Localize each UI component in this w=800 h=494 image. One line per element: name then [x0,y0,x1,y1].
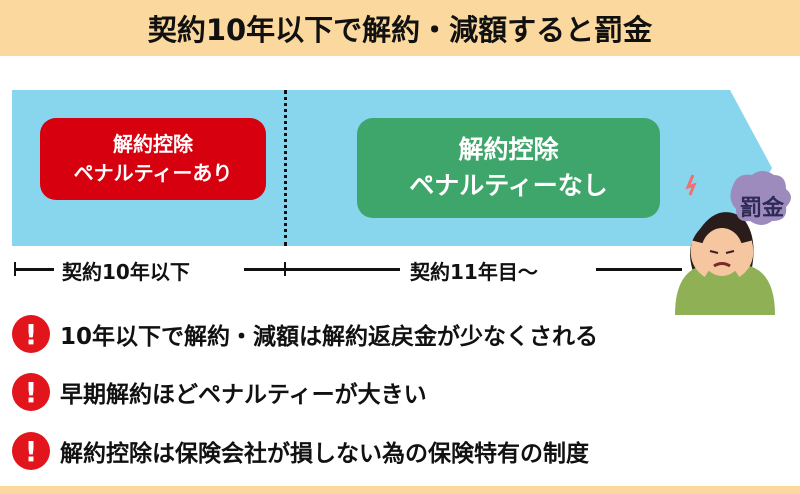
timeline-label-first: 契約10年以下 [62,260,190,284]
exclamation-icon: ! [12,432,50,470]
timeline-tick-mid [284,262,286,276]
no-penalty-box-line2: ペナルティーなし [409,171,608,200]
penalty-box-line1: 解約控除 [113,132,193,156]
bullet-item: ! 解約控除は保険会社が損しない為の保険特有の制度 [12,432,589,470]
penalty-box-line2: ペナルティーあり [73,161,233,185]
title-bar: 契約10年以下で解約・減額すると罰金 [0,0,800,56]
timeline-line [596,268,682,271]
bottom-bar [0,486,800,494]
bullet-text: 早期解約ほどペナルティーが大きい [60,382,427,408]
distressed-woman-illustration: 罰金 [675,171,791,315]
penalty-bubble-text: 罰金 [740,195,785,221]
no-penalty-box-line1: 解約控除 [458,134,559,164]
timeline-line [244,268,400,271]
penalty-box: 解約控除 ペナルティーあり [40,118,266,200]
bullet-item: ! 早期解約ほどペナルティーが大きい [12,373,427,411]
timeline-line [14,268,54,271]
divider-dotted-line [284,90,287,246]
bullet-item: ! 10年以下で解約・減額は解約返戻金が少なくされる [12,315,598,353]
no-penalty-box: 解約控除 ペナルティーなし [357,118,660,218]
exclamation-icon: ! [12,373,50,411]
exclamation-icon: ! [12,315,50,353]
page-title: 契約10年以下で解約・減額すると罰金 [147,13,653,47]
bullet-text: 10年以下で解約・減額は解約返戻金が少なくされる [60,324,599,350]
timeline-label-second: 契約11年目〜 [410,260,538,284]
bullet-text: 解約控除は保険会社が損しない為の保険特有の制度 [60,441,589,467]
